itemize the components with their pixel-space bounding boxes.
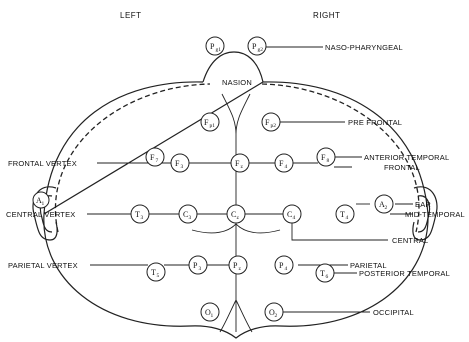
electrode-o2: O 2 <box>265 303 283 321</box>
electrode-t4-main: T <box>340 210 345 219</box>
electrode-p4-main: P <box>279 261 284 270</box>
electrode-fp1-sub: p1 <box>210 123 216 129</box>
electrode-cz: C z <box>227 205 245 223</box>
naso-pharyngeal-label: NASO-PHARYNGEAL <box>325 43 403 52</box>
electrode-f4-sub: 4 <box>285 164 288 170</box>
electrode-fp1-main: F <box>204 118 209 127</box>
electrode-f3-sub: 3 <box>181 164 184 170</box>
electrode-a2-sub: 2 <box>385 205 388 211</box>
electrode-t3: T 3 <box>131 205 149 223</box>
electrode-fp2: F p2 <box>262 113 280 131</box>
electrode-c4-sub: 4 <box>293 215 296 221</box>
electrode-a2: A 2 <box>375 195 393 213</box>
electrode-o2-sub: 2 <box>275 313 278 319</box>
electrode-f4-main: F <box>279 159 284 168</box>
electrode-pz-main: P <box>233 261 238 270</box>
electrode-fp1: F p1 <box>201 113 219 131</box>
electrode-p4: P 4 <box>275 256 293 274</box>
central-vertex-label: CENTRAL VERTEX <box>6 210 75 219</box>
electrode-p3-sub: 3 <box>199 266 202 272</box>
electrode-p3-main: P <box>193 261 198 270</box>
electrode-pg1-sub: g1 <box>216 47 222 53</box>
occipital-label: OCCIPITAL <box>373 308 414 317</box>
electrode-pg2-sub: g2 <box>258 47 264 53</box>
frontal-vertex-label: FRONTAL VERTEX <box>8 159 77 168</box>
electrode-o1: O 1 <box>201 303 219 321</box>
left-side-label: LEFT <box>120 11 142 20</box>
electrode-c3-sub: 3 <box>189 215 192 221</box>
electrode-p4-sub: 4 <box>285 266 288 272</box>
electrode-t6: T 6 <box>316 264 334 282</box>
electrode-c3: C 3 <box>179 205 197 223</box>
nasion-label: NASION <box>222 78 252 87</box>
mid-temporal-label: MID-TEMPORAL <box>405 210 465 219</box>
electrode-f8: F 8 <box>317 148 335 166</box>
electrode-pg1-main: P <box>210 42 215 51</box>
electrode-pg2-main: P <box>252 42 257 51</box>
parietal-vertex-label: PARIETAL VERTEX <box>8 261 78 270</box>
electrode-pz: P z <box>229 256 247 274</box>
pre-frontal-label: PRE FRONTAL <box>348 118 402 127</box>
electrode-t5-sub: 5 <box>157 273 160 279</box>
electrode-a1: A 1 <box>33 192 49 208</box>
electrode-o1-sub: 1 <box>211 313 214 319</box>
electrode-f8-main: F <box>321 153 326 162</box>
electrode-f7: F 7 <box>146 148 164 166</box>
anterior-temporal-label: ANTERIOR TEMPORAL <box>364 153 449 162</box>
posterior-temporal-label: POSTERIOR TEMPORAL <box>359 269 450 278</box>
central-label: CENTRAL <box>392 236 428 245</box>
electrode-c4: C 4 <box>283 205 301 223</box>
electrode-f3: F 3 <box>171 154 189 172</box>
electrode-t5: T 5 <box>147 263 165 281</box>
electrode-fp2-main: F <box>265 118 270 127</box>
electrode-t4-sub: 4 <box>346 215 349 221</box>
electrode-t3-sub: 3 <box>141 215 144 221</box>
ear-label: EAR <box>415 200 431 209</box>
electrode-t4: T 4 <box>336 205 354 223</box>
electrode-pg1: P g1 <box>206 37 224 55</box>
frontal-label: FRONTAL <box>384 163 420 172</box>
electrode-f8-sub: 8 <box>327 158 330 164</box>
electrode-f7-main: F <box>150 153 155 162</box>
electrode-f4: F 4 <box>275 154 293 172</box>
electrode-fz-main: F <box>235 159 240 168</box>
electrode-t5-main: T <box>151 268 156 277</box>
electrode-t6-main: T <box>320 269 325 278</box>
electrode-fp2-sub: p2 <box>271 123 277 129</box>
electrode-pg2: P g2 <box>248 37 266 55</box>
electrode-f3-main: F <box>175 159 180 168</box>
electrode-t3-main: T <box>135 210 140 219</box>
electrode-fz: F z <box>231 154 249 172</box>
electrode-f7-sub: 7 <box>156 158 159 164</box>
electrode-t6-sub: 6 <box>326 274 329 280</box>
right-side-label: RIGHT <box>313 11 340 20</box>
electrode-p3: P 3 <box>189 256 207 274</box>
electrode-a1-sub: 1 <box>42 201 45 207</box>
